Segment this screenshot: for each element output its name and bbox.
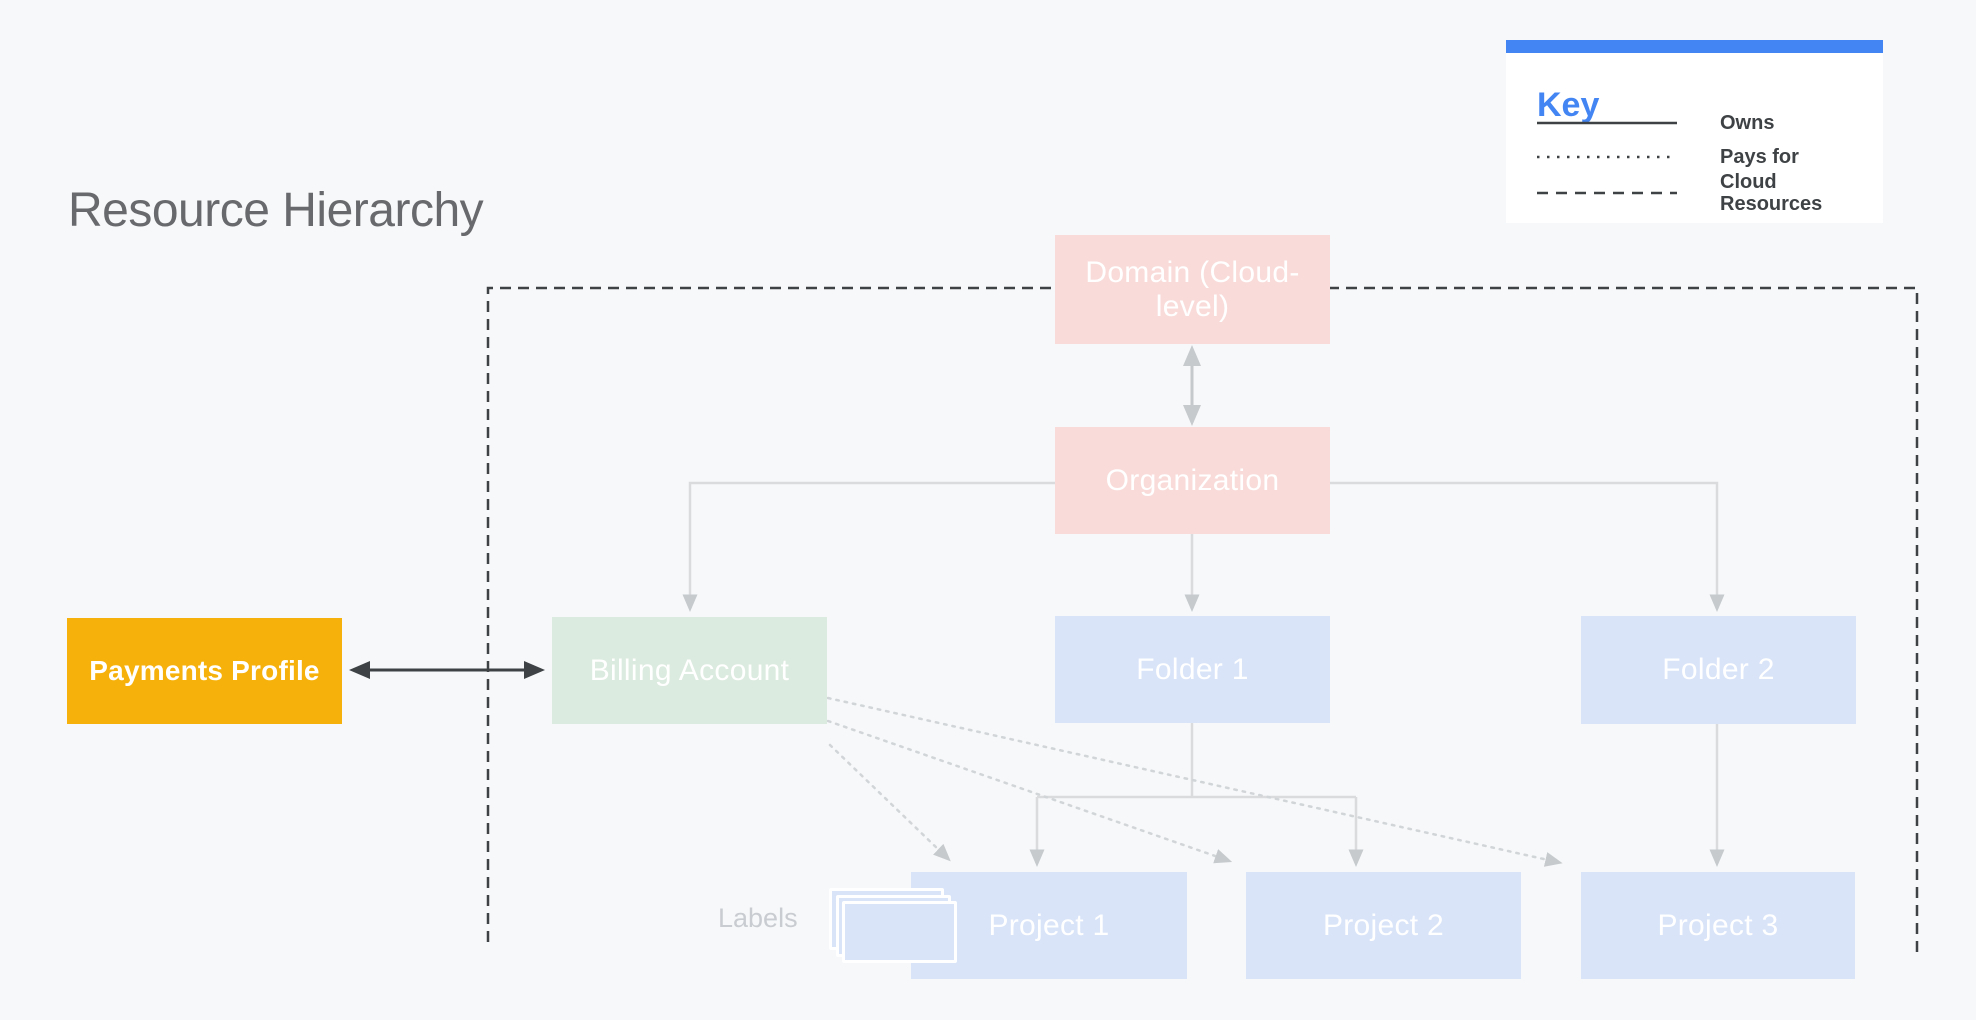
node-project-2: Project 2 (1246, 872, 1521, 979)
owns-line-organization-to-folder-2 (1330, 481, 1725, 612)
legend-solid-line-sample (1537, 121, 1677, 125)
legend-dashed-line-sample (1537, 191, 1677, 195)
labels-caption: Labels (718, 903, 798, 933)
pays-for-line-billing-to-project-3 (826, 696, 1563, 867)
pays-for-line-billing-to-project-2 (826, 719, 1233, 864)
node-payments-profile: Payments Profile (67, 618, 342, 724)
node-folder-1: Folder 1 (1055, 616, 1330, 723)
page-title: Resource Hierarchy (68, 184, 484, 237)
legend-dotted-line-sample (1537, 155, 1677, 159)
legend-item-owns: Owns (1720, 112, 1775, 134)
legend-item-pays-for: Pays for (1720, 146, 1799, 168)
pays-for-line-billing-to-project-1 (828, 743, 951, 862)
node-domain: Domain (Cloud-level) (1055, 235, 1330, 344)
label-card-front (842, 901, 957, 963)
node-folder-2: Folder 2 (1581, 616, 1856, 724)
owns-line-organization-to-billing-account (682, 481, 1055, 612)
node-project-3: Project 3 (1581, 872, 1855, 979)
legend-accent-bar (1506, 40, 1883, 53)
labels-cards-icon (829, 888, 961, 968)
legend-title: Key (1537, 86, 1600, 124)
owns-line-folder-1-split (1037, 723, 1356, 799)
node-project-1: Project 1 (911, 872, 1187, 979)
node-billing-account: Billing Account (552, 617, 827, 724)
legend-item-cloud-resources: Cloud Resources (1720, 171, 1823, 215)
legend: Key Owns Pays for Cloud Resources (1506, 40, 1883, 223)
node-organization: Organization (1055, 427, 1330, 534)
